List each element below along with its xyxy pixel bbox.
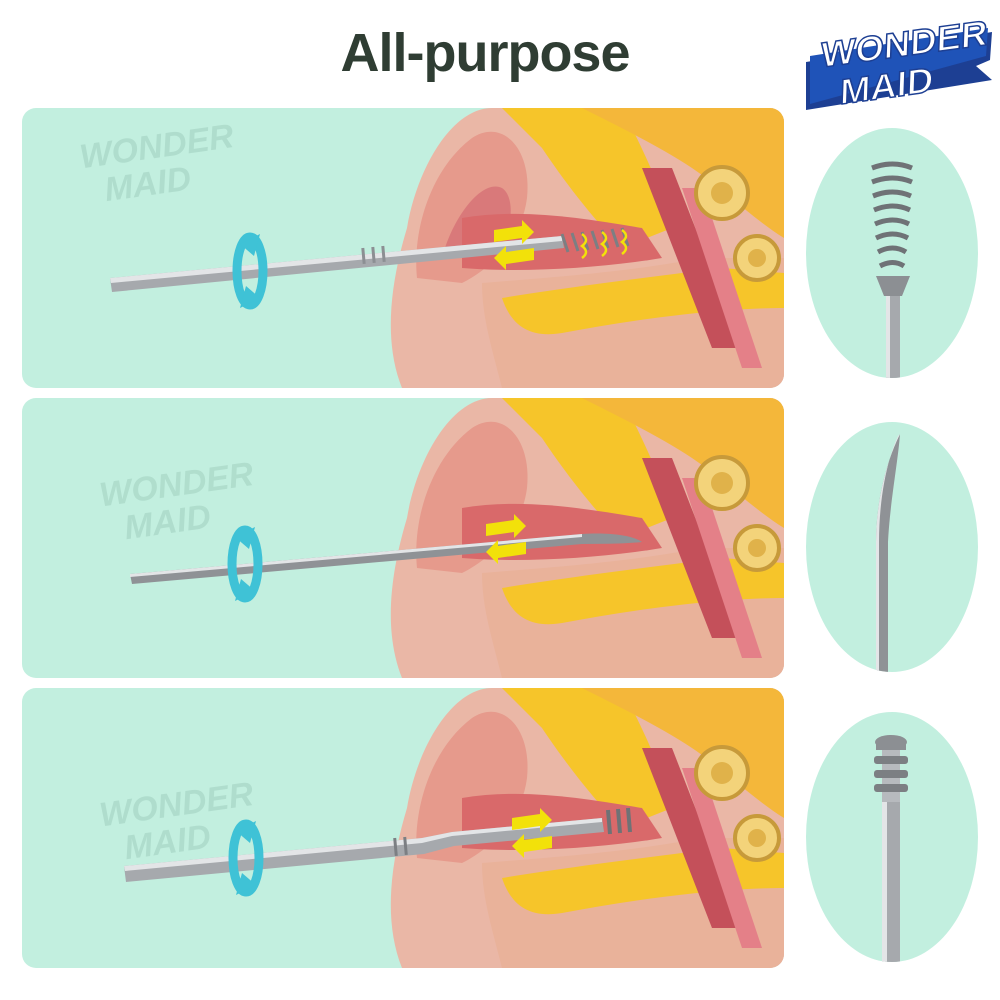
brand-logo: WONDER MAID [800,6,998,118]
tip-closeup-curved-pick [806,422,978,672]
usage-panel-curved-pick: WONDER MAID [22,398,784,678]
rotate-arrow-icon [227,525,263,603]
usage-panel-ridged-scoop: WONDER MAID [22,688,784,968]
curved-pick-tip-icon [876,434,900,672]
double-arrow-icon [494,220,534,270]
ridged-scoop-tip-icon [874,735,908,802]
tip-closeup-spiral [806,128,978,378]
rotate-arrow-icon [228,819,264,897]
spiral-tip-icon [871,161,913,269]
ear-pick-spiral [110,227,630,292]
double-arrow-icon [486,514,526,564]
double-arrow-icon [512,808,552,858]
usage-panel-spiral: WONDER MAID [22,108,784,388]
ear-pick-ridged [124,807,632,882]
tip-closeup-ridged-scoop [806,712,978,962]
rotate-arrow-icon [232,232,268,310]
page-title: All-purpose [340,23,630,83]
